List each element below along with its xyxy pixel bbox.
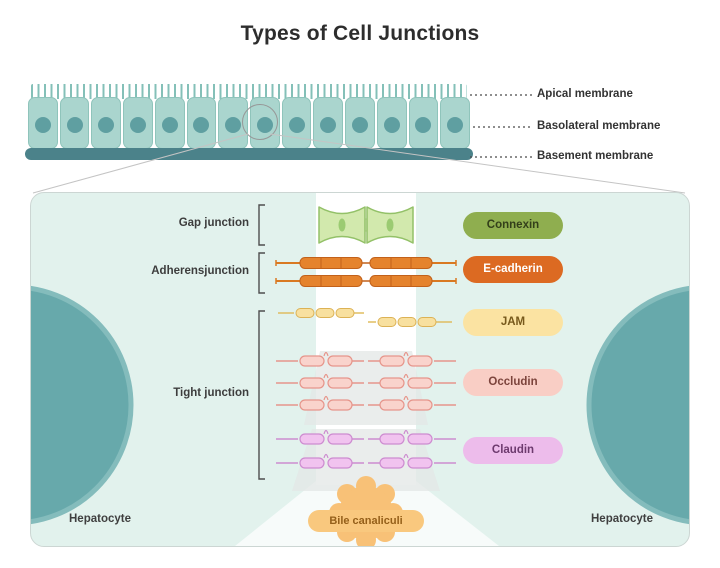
basolateral-membrane-label: Basolateral membrane [537,120,661,132]
tight-junction-occludin-illustration [276,351,456,411]
basement-membrane-label: Basement membrane [537,150,654,162]
cell-nucleus [383,117,400,133]
epithelial-cell [313,97,344,149]
legend-pill-jam: JAM [463,309,563,336]
epithelial-cell [28,97,58,149]
cell-nucleus [66,117,83,133]
epithelial-cell [186,97,217,149]
microvilli-band [31,84,467,99]
cell-nucleus [320,117,337,133]
gap-junction-label: Gap junction [178,217,249,229]
junction-brackets [258,204,265,480]
adherens-junction-illustration [275,257,457,287]
epithelial-cell [154,97,185,149]
apical-membrane-label: Apical membrane [537,88,633,100]
epithelial-cell [376,97,407,149]
epithelial-cell [91,97,122,149]
epithelial-cell [59,97,90,149]
legend-pill-claudin: Claudin [463,437,563,464]
legend-pill-ecadherin: E-cadherin [463,256,563,283]
tight-junction-claudin-illustration [276,429,456,469]
cell-nucleus [288,117,305,133]
epithelial-cell [123,97,153,149]
epithelial-cell [345,97,375,149]
magnifier-circle-icon [242,104,278,140]
cell-nucleus [193,117,210,133]
cell-nucleus [130,117,147,133]
cell-nucleus [161,117,178,133]
cell-nucleus [415,117,432,133]
epithelial-cell [408,97,439,149]
zoom-panel: Gap junction Adherensjunction Tight junc… [30,192,690,547]
page-title: Types of Cell Junctions [240,22,480,45]
gap-junction-illustration [318,206,414,244]
cell-nucleus [98,117,115,133]
bile-canaliculi-label: Bile canaliculi [308,510,424,532]
leader-lines [470,94,532,158]
legend-pill-occludin: Occludin [463,369,563,396]
tight-junction-label: Tight junction [173,387,249,399]
cell-nucleus [34,117,51,133]
cell-nucleus [352,117,369,133]
intercellular-space [235,193,499,546]
basement-membrane-bar [25,148,473,160]
legend-pill-connexin: Connexin [463,212,563,239]
hepatocyte-cells [31,285,689,525]
epithelial-cell [281,97,312,149]
hepatocyte-label-left: Hepatocyte [69,513,131,525]
hepatocyte-label-right: Hepatocyte [591,513,653,525]
junction-illustrations [31,193,689,546]
adherens-junction-label: Adherensjunction [151,265,249,277]
epithelial-cell [440,97,471,149]
cell-nucleus [225,117,242,133]
tight-junction-jam-illustration [278,308,452,327]
cell-nucleus [447,117,464,133]
